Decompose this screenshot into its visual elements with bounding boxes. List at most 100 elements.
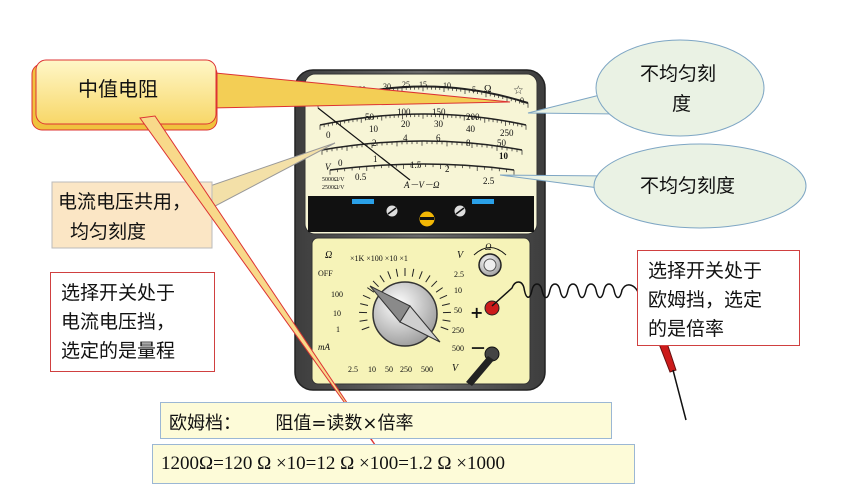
- dial-tick: [441, 303, 450, 306]
- bottom-range-0: 2.5: [348, 365, 358, 374]
- black-probe[interactable]: [466, 356, 494, 386]
- dial-tick: [435, 287, 443, 293]
- ac-scale-labels: 0 0.5 1 1.5 2 2.5: [338, 154, 495, 186]
- ohm-scale-label-5: 15: [419, 80, 427, 89]
- callout-uneven-scale-top: 不均匀刻 度: [527, 39, 765, 137]
- dial-tick: [360, 303, 369, 306]
- zero-adjust-screw[interactable]: [418, 210, 436, 228]
- screw-left: [385, 204, 399, 218]
- dial-tick: [425, 275, 431, 283]
- spec-label-dc: 5000Ω/V: [322, 177, 345, 183]
- ac-scale-label-3: 1.5: [410, 160, 422, 170]
- ohm-range-label: Ω: [325, 250, 332, 261]
- meter-needle: [317, 107, 411, 181]
- note-right-line2: 欧姆挡，选定: [648, 289, 763, 311]
- callout-shared-scale-line2: 均匀刻度: [70, 221, 146, 243]
- dc-low-label-0: 2: [372, 138, 377, 148]
- note-ohm-mode: 选择开关处于 欧姆挡，选定 的是倍率: [637, 250, 800, 346]
- dial-tick: [411, 268, 415, 277]
- dc-mid-label-1: 20: [401, 119, 411, 129]
- dc-mid-label-3: 40: [466, 124, 476, 134]
- note-right-line1: 选择开关处于: [648, 260, 763, 282]
- note-right-line3: 的是倍率: [648, 318, 725, 340]
- range-selector-knob[interactable]: [369, 281, 441, 347]
- dial-tick: [387, 271, 392, 279]
- dial-tick: [361, 326, 370, 331]
- bottom-range-4: 500: [421, 365, 433, 374]
- note-left-line3: 选定的是量程: [61, 340, 176, 362]
- selector-panel: Ω V ×1K ×100 ×10 ×1 OFF 100 10 1 mA 2.5 …: [318, 250, 465, 374]
- ohm-adjust-knob[interactable]: [478, 253, 502, 277]
- indicator-light-right: [472, 199, 494, 204]
- dc-mid-scale-labels: 10 20 30 40 50: [369, 119, 507, 148]
- dial-label: A－V－Ω: [403, 180, 440, 190]
- dial-tick: [442, 319, 451, 322]
- note-current-voltage-mode: 选择开关处于 电流电压挡， 选定的是量程: [50, 272, 215, 372]
- ohm-scale-label-7: 5: [472, 85, 476, 94]
- dial-tick: [418, 271, 423, 279]
- ac-scale-label-0: 0: [338, 158, 343, 168]
- spec-label-v: V: [325, 162, 332, 172]
- ac-scale-label-2: 1: [373, 154, 378, 164]
- ac-scale-label-5: 2.5: [483, 176, 495, 186]
- callout-shared-scale-line1: 电流电压共用，: [58, 191, 191, 213]
- dc-low-scale-labels: 2 4 6 8 10: [372, 133, 509, 161]
- positive-terminal[interactable]: [484, 300, 500, 316]
- dc-low-label-1: 4: [403, 133, 408, 143]
- dc-scale-labels: 0 50 100 150 200 250: [326, 107, 514, 140]
- bottom-range-3: 250: [400, 365, 412, 374]
- dial-tick: [439, 294, 448, 300]
- spec-label-ac: 2500Ω/V: [322, 185, 345, 191]
- ac-scale-label-4: 2: [445, 164, 450, 174]
- right-range-3: 250: [452, 326, 464, 335]
- note-left-line1: 选择开关处于: [61, 282, 176, 304]
- rotate-arrow-icon: [473, 247, 507, 256]
- right-range-4: 500: [452, 344, 464, 353]
- dc-scale-label-0: 0: [326, 130, 331, 140]
- callout-pointer-long: [139, 115, 381, 453]
- ohm-scale-label-3: 30: [383, 82, 391, 91]
- callout-uneven-top-line2: 度: [672, 93, 691, 115]
- callout-middle-resistance: 中值电阻: [31, 59, 511, 131]
- note-left-line2: 电流电压挡，: [61, 311, 176, 333]
- callout-middle-resistance-text: 中值电阻: [78, 77, 158, 101]
- scale-window: [317, 85, 529, 181]
- ohm-scale-label-4: 25: [402, 80, 410, 89]
- callout-uneven-scale-bottom: 不均匀刻度: [499, 143, 807, 229]
- dial-tick: [367, 287, 375, 293]
- star-icon: ☆: [513, 83, 524, 97]
- volt-range-label-top: V: [457, 250, 465, 261]
- dial-tick: [395, 268, 399, 277]
- ohm-adjust-symbol: Ω: [485, 242, 492, 252]
- plus-sign: +: [470, 303, 483, 322]
- left-range-2: 1: [336, 325, 340, 334]
- dc-mid-label-4: 50: [497, 138, 507, 148]
- minus-sign: －: [470, 339, 486, 358]
- dc-scale-label-2: 100: [397, 107, 411, 117]
- dc-mid-label-0: 10: [369, 124, 379, 134]
- dial-tick: [379, 275, 385, 283]
- callout-uneven-top-line1: 不均匀刻: [640, 63, 716, 85]
- ac-scale-label-1: 0.5: [355, 172, 367, 182]
- dc-mid-label-2: 30: [434, 119, 444, 129]
- dc-low-label-3: 8: [466, 138, 471, 148]
- dc-scale-label-1: 50: [365, 112, 375, 122]
- dc-scale-label-5: 250: [500, 128, 514, 138]
- right-range-1: 10: [454, 286, 462, 295]
- ohm-unit-label: Ω: [484, 84, 491, 95]
- ma-label: mA: [318, 342, 330, 352]
- ohm-rule-formula: 欧姆档： 阻值=读数×倍率: [160, 402, 612, 439]
- dial-tick: [372, 280, 379, 288]
- dc-scale-label-3: 150: [432, 107, 446, 117]
- dial-tick: [362, 294, 371, 300]
- probe-tip: [672, 369, 687, 421]
- dial-tick: [431, 280, 438, 288]
- bottom-range-1: 10: [368, 365, 376, 374]
- indicator-light-left: [352, 199, 374, 204]
- example-formula: 1200Ω=120 Ω ×10=12 Ω ×100=1.2 Ω ×1000: [152, 444, 635, 484]
- dial-tick: [359, 319, 368, 322]
- right-range-0: 2.5: [454, 270, 464, 279]
- dial-ticks: [359, 268, 451, 331]
- dc-scale-label-4: 200: [466, 112, 480, 122]
- ohm-scale-label-6: 10: [443, 81, 451, 90]
